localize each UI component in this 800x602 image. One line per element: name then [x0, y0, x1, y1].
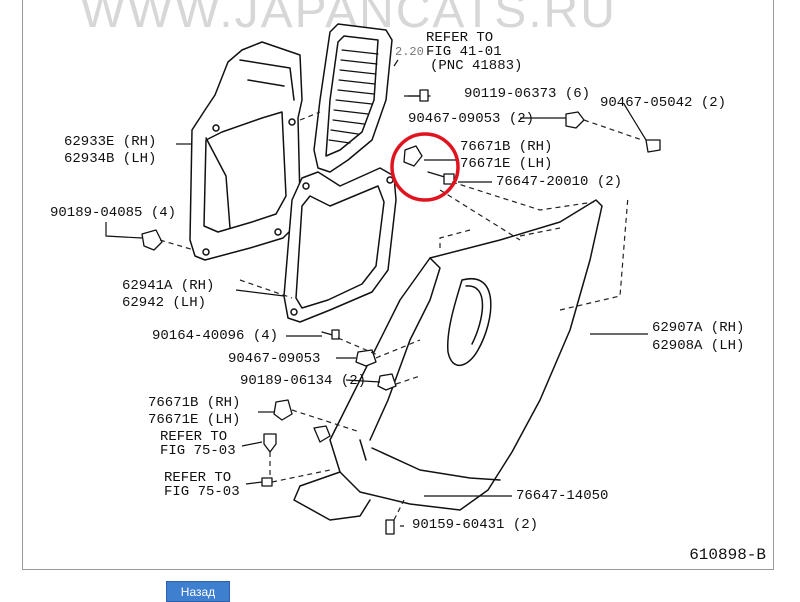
label-62934b: 62934B (LH) — [64, 151, 157, 167]
label-62941a: 62941A (RH) — [122, 278, 215, 294]
label-90119-06373: 90119-06373 (6) — [464, 86, 591, 102]
vent-grille — [313, 23, 393, 173]
upper-trim-panel — [189, 41, 303, 261]
solid-leaders — [105, 59, 648, 527]
refer-fig-75-03-a-line2: FIG 75-03 — [160, 443, 236, 459]
refer-fig-75-03-b-line1: REFER TO — [164, 470, 232, 486]
label-76671b-top: 76671B (RH) — [460, 139, 553, 155]
faint-number: 2.20 — [395, 45, 424, 59]
label-90467-09053-mid: 90467-09053 — [228, 351, 321, 367]
refer-fig-41-01-line2: FIG 41-01 — [426, 44, 502, 60]
label-90189-06134: 90189-06134 (2) — [240, 373, 367, 389]
label-90159-60431: 90159-60431 (2) — [412, 517, 539, 533]
label-76671e-top: 76671E (LH) — [460, 156, 553, 172]
diagram-frame — [22, 0, 774, 570]
label-76671b-bottom: 76671B (RH) — [148, 395, 241, 411]
window-frame-seal — [283, 167, 397, 323]
label-76647-20010: 76647-20010 (2) — [496, 174, 623, 190]
refer-fig-41-01-line3: (PNC 41883) — [430, 58, 523, 74]
label-76671e-bottom: 76671E (LH) — [148, 412, 241, 428]
quarter-trim-panel — [293, 199, 603, 521]
dashed-leaders — [159, 111, 643, 521]
refer-fig-41-01-line1: REFER TO — [426, 30, 494, 46]
label-90467-09053-top: 90467-09053 (2) — [408, 111, 535, 127]
label-76647-14050: 76647-14050 — [516, 488, 609, 504]
refer-fig-75-03-b-line2: FIG 75-03 — [164, 484, 240, 500]
label-62907a: 62907A (RH) — [652, 320, 745, 336]
label-90164-40096: 90164-40096 (4) — [152, 328, 279, 344]
back-button[interactable]: Назад — [166, 581, 230, 602]
label-90467-05042: 90467-05042 (2) — [600, 95, 727, 111]
refer-fig-75-03-a-line1: REFER TO — [160, 429, 228, 445]
label-62942: 62942 (LH) — [122, 295, 207, 311]
label-62933e: 62933E (RH) — [64, 134, 157, 150]
label-62908a: 62908A (LH) — [652, 338, 745, 354]
highlight-circle — [390, 132, 460, 202]
label-90189-04085: 90189-04085 (4) — [50, 205, 177, 221]
diagram-code: 610898-B — [689, 546, 766, 564]
fastener-group — [141, 89, 661, 535]
